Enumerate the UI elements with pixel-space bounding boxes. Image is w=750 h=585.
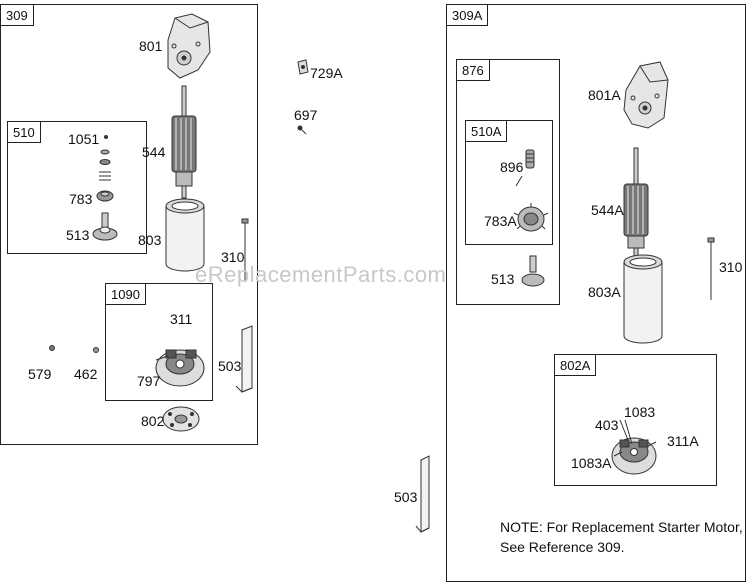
watermark: eReplacementParts.com — [195, 262, 447, 287]
part-310-right-drawing — [707, 237, 715, 300]
part-801-label[interactable]: 801 — [139, 38, 163, 54]
part-311a-label[interactable]: 311A — [667, 433, 699, 449]
part-310-right-label[interactable]: 310 — [719, 259, 743, 275]
part-513-right-label[interactable]: 513 — [491, 271, 515, 287]
part-503-standalone-drawing — [415, 455, 430, 533]
part-797-drawing — [155, 349, 205, 387]
part-310-drawing — [241, 218, 249, 282]
part-802-label[interactable]: 802 — [141, 413, 165, 429]
part-697-label[interactable]: 697 — [294, 107, 318, 123]
group-510-label: 510 — [7, 121, 41, 143]
part-1083a-label[interactable]: 1083A — [571, 455, 612, 471]
part-310-label[interactable]: 310 — [221, 249, 245, 265]
replacement-note: NOTE: For Replacement Starter Motor, See… — [500, 517, 743, 557]
part-503-drawing — [235, 325, 253, 393]
part-802a-drawing — [611, 419, 657, 475]
part-797-label[interactable]: 797 — [137, 373, 161, 389]
group-510-frame: 510 — [7, 121, 147, 254]
part-513-right-drawing — [521, 255, 545, 287]
part-783a-drawing — [513, 203, 549, 232]
part-544-drawing — [171, 85, 197, 199]
note-line-1: NOTE: For Replacement Starter Motor, — [500, 519, 743, 535]
part-462-drawing — [93, 347, 99, 353]
part-801a-drawing — [623, 61, 669, 129]
group-309-frame: 309 — [0, 4, 258, 445]
part-579-drawing — [49, 345, 55, 351]
part-783-drawing — [96, 171, 114, 202]
part-783-label[interactable]: 783 — [69, 191, 93, 207]
part-513-drawing — [92, 212, 118, 241]
part-783a-label[interactable]: 783A — [484, 213, 517, 229]
part-544a-drawing — [623, 147, 649, 261]
note-line-2: See Reference 309. — [500, 539, 625, 555]
group-510a-label: 510A — [465, 120, 508, 142]
part-503-label[interactable]: 503 — [218, 358, 242, 374]
part-803a-drawing — [623, 254, 663, 344]
part-403-label[interactable]: 403 — [595, 417, 619, 433]
group-1090-label: 1090 — [105, 283, 146, 305]
part-802-drawing — [162, 406, 200, 432]
part-896-drawing — [515, 149, 535, 187]
group-802a-label: 802A — [554, 354, 597, 376]
group-309-label: 309 — [0, 4, 34, 26]
group-876-frame: 876 — [456, 59, 560, 305]
group-876-label: 876 — [456, 59, 490, 81]
group-510a-frame: 510A — [465, 120, 553, 245]
part-544-label[interactable]: 544 — [142, 144, 166, 160]
part-503-standalone-label[interactable]: 503 — [394, 489, 418, 505]
part-311-label[interactable]: 311 — [170, 311, 193, 327]
part-1083-label[interactable]: 1083 — [624, 404, 656, 420]
part-1051-drawing — [99, 135, 111, 165]
part-1051-label[interactable]: 1051 — [68, 131, 100, 147]
part-801a-label[interactable]: 801A — [588, 87, 621, 103]
part-579-label[interactable]: 579 — [28, 366, 52, 382]
part-803-label[interactable]: 803 — [138, 232, 162, 248]
part-896-label[interactable]: 896 — [500, 159, 524, 175]
part-544a-label[interactable]: 544A — [591, 202, 624, 218]
part-513-label[interactable]: 513 — [66, 227, 90, 243]
part-697-drawing — [297, 125, 307, 135]
group-309a-frame: 309A — [446, 4, 746, 582]
part-801-drawing — [167, 13, 211, 79]
part-462-label[interactable]: 462 — [74, 366, 98, 382]
group-802a-frame: 802A — [554, 354, 717, 486]
part-729a-label[interactable]: 729A — [310, 65, 343, 81]
group-1090-frame: 1090 — [105, 283, 213, 401]
part-803-drawing — [165, 198, 205, 272]
part-803a-label[interactable]: 803A — [588, 284, 621, 300]
part-729a-drawing — [297, 59, 309, 75]
group-309a-label: 309A — [446, 4, 489, 26]
